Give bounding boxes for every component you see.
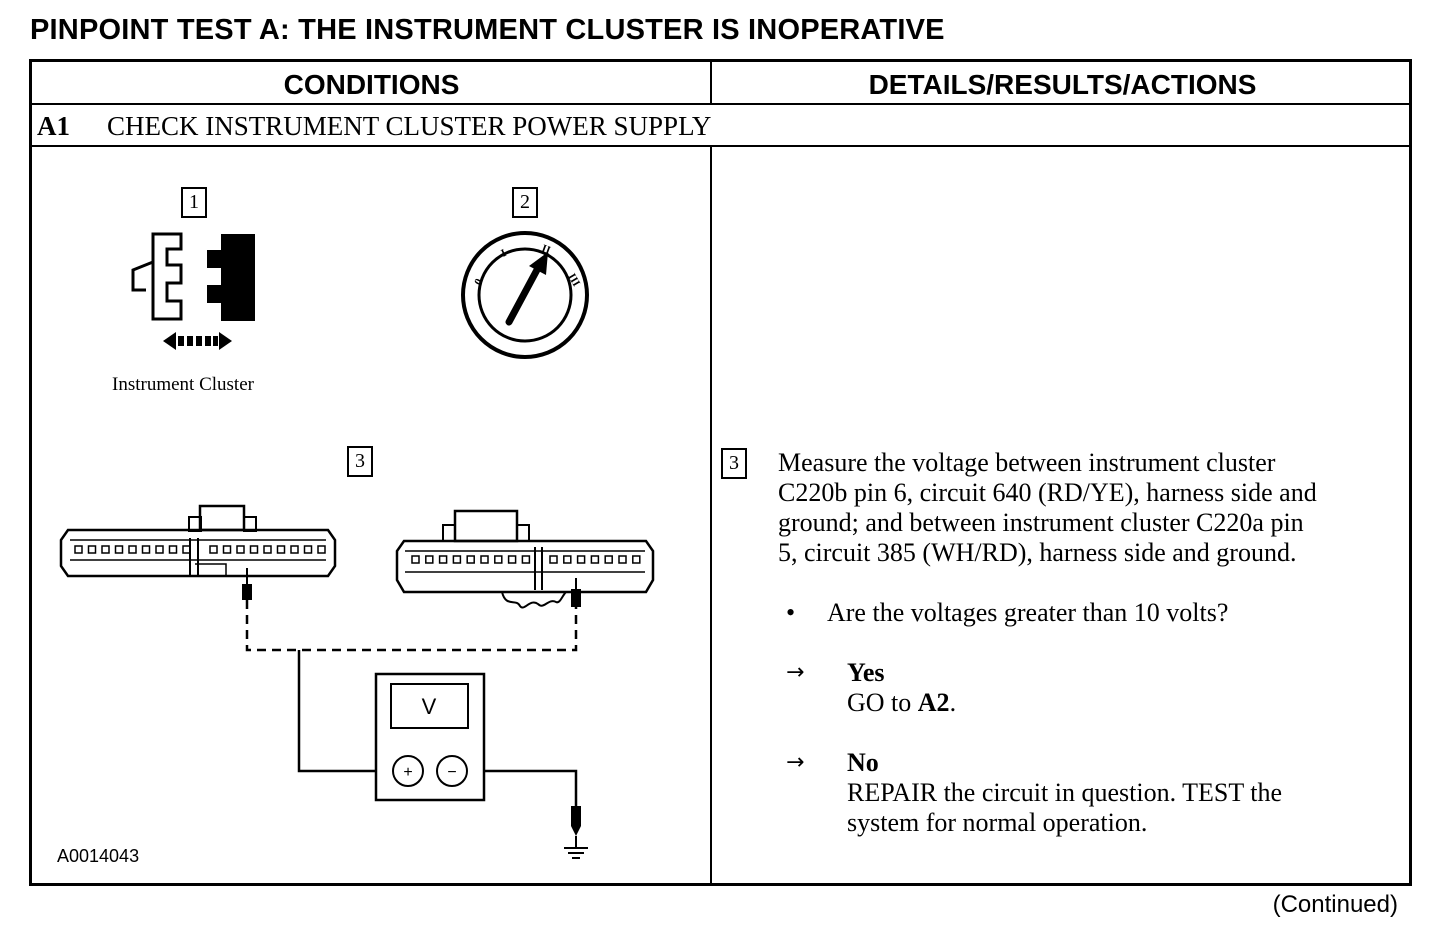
connector-pin [263, 545, 272, 554]
continued-note: (Continued) [1272, 891, 1398, 918]
connector-pin [290, 545, 299, 554]
ground-icon [564, 806, 588, 859]
connector-disconnect-icon [131, 232, 255, 350]
connector-pin [576, 555, 586, 564]
connector-pin [438, 555, 448, 564]
test-question: Are the voltages greater than 10 volts? [827, 598, 1229, 627]
yes-action-suffix: . [949, 688, 957, 717]
yes-arrow-icon: → [786, 660, 805, 685]
connector-pin [87, 545, 97, 554]
no-arrow-icon: → [786, 750, 805, 775]
connector-pin [521, 555, 531, 564]
connector-c220b [59, 504, 337, 578]
connector-pin [155, 545, 164, 554]
connector-pin [480, 555, 489, 564]
connector-pin [317, 545, 326, 554]
ignition-label-off: 0 [472, 276, 485, 287]
meter-positive-lead [297, 650, 392, 773]
step-id: A1 [37, 111, 70, 141]
no-action-line: REPAIR the circuit in question. TEST the [847, 778, 1283, 807]
connector-pin [549, 555, 558, 564]
bullet-icon: • [786, 598, 796, 627]
connector-pin [303, 545, 313, 554]
connector-pin [222, 545, 232, 554]
column-divider-body [710, 147, 712, 883]
connector-pin [494, 555, 503, 564]
back-probe-right [571, 578, 581, 607]
callout-3: 3 [347, 446, 373, 477]
figure-id: A0014043 [57, 846, 140, 866]
connector-pin [411, 555, 420, 564]
meter-negative-lead [469, 769, 578, 806]
connector-pin [590, 555, 600, 564]
connector-pin [249, 545, 259, 554]
voltmeter: V + − [374, 672, 486, 802]
column-divider-top [710, 62, 712, 103]
connector-pin [452, 555, 462, 564]
connector-pin [466, 555, 475, 564]
dashed-test-leads [245, 600, 578, 652]
connector-pin [425, 555, 434, 564]
meter-minus-terminal: − [447, 764, 456, 781]
callout-2: 2 [512, 187, 538, 218]
connector-pin [618, 555, 627, 564]
yes-action-prefix: GO to [847, 688, 918, 717]
yes-action: GO to A2. [847, 688, 1407, 718]
connector-pin [507, 555, 517, 564]
connector-pin [141, 545, 151, 554]
details-header: DETAILS/RESULTS/ACTIONS [868, 69, 1257, 100]
back-probe-left [242, 568, 252, 600]
instruction-line: C220b pin 6, circuit 640 (RD/YE), harnes… [778, 478, 1317, 507]
pinpoint-test-table: CONDITIONS DETAILS/RESULTS/ACTIONS A1 CH… [29, 59, 1412, 886]
ignition-label-acc: I [499, 247, 508, 260]
ignition-label-run: II [540, 243, 552, 257]
connector-pin [563, 555, 572, 564]
yes-action-target: A2 [917, 688, 950, 717]
no-action-line: system for normal operation. [847, 808, 1148, 837]
header-divider [32, 103, 1409, 105]
meter-plus-terminal: + [403, 764, 412, 781]
step-divider [32, 145, 1409, 147]
meter-display-label: V [422, 694, 437, 719]
connector-pin [236, 545, 245, 554]
step-number-callout: 3 [721, 448, 747, 479]
connector-pin [209, 545, 218, 554]
page-title: PINPOINT TEST A: THE INSTRUMENT CLUSTER … [30, 14, 945, 46]
instruction-line: ground; and between instrument cluster C… [778, 508, 1304, 537]
measurement-instruction: Measure the voltage between instrument c… [778, 448, 1408, 568]
connector-pin [276, 545, 286, 554]
no-action: REPAIR the circuit in question. TEST the… [847, 778, 1407, 838]
instruction-line: Measure the voltage between instrument c… [778, 448, 1276, 477]
connector-pin [101, 545, 110, 554]
conditions-header: CONDITIONS [283, 69, 460, 100]
connector-caption: Instrument Cluster [112, 374, 254, 395]
yes-label: Yes [847, 658, 885, 687]
callout-1: 1 [181, 187, 207, 218]
connector-c220a [395, 509, 655, 609]
connector-pin [114, 545, 124, 554]
connector-pin [128, 545, 137, 554]
instruction-line: 5, circuit 385 (WH/RD), harness side and… [778, 538, 1297, 567]
connector-pin [632, 555, 641, 564]
connector-pin [168, 545, 178, 554]
connector-pin [604, 555, 613, 564]
no-label: No [847, 748, 879, 777]
connector-pin [182, 545, 191, 554]
ignition-switch-icon: 0 I II III [461, 231, 589, 359]
ignition-label-start: III [565, 272, 582, 289]
connector-pin [74, 545, 83, 554]
step-title: CHECK INSTRUMENT CLUSTER POWER SUPPLY [107, 111, 712, 141]
